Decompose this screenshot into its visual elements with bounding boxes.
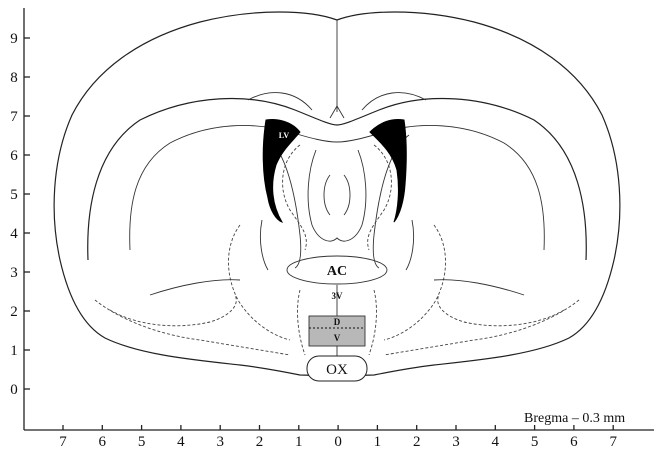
- x-tick-label: 6: [99, 434, 107, 450]
- right-lateral-ventricle: [370, 120, 406, 223]
- septum-inner: [324, 175, 350, 215]
- y-tick-label: 1: [10, 343, 18, 359]
- x-tick-label: 2: [413, 434, 421, 450]
- x-axis-ticks: 7 6 5 4 3 2 1 0 1 2 3 4 5 6 7: [59, 425, 617, 450]
- left-amygdala-dashed: [110, 295, 236, 326]
- x-tick-label: 7: [59, 434, 67, 450]
- right-internal-capsule: [406, 220, 414, 270]
- y-tick-label: 6: [10, 148, 18, 164]
- x-tick-label: 1: [374, 434, 382, 450]
- x-tick-label: 2: [256, 434, 264, 450]
- x-tick-label: 3: [452, 434, 460, 450]
- x-tick-label: 5: [138, 434, 146, 450]
- right-lateral-tract: [434, 280, 524, 295]
- bregma-caption: Bregma – 0.3 mm: [524, 411, 625, 426]
- y-tick-label: 4: [10, 226, 18, 242]
- lv-label: LV: [279, 131, 290, 140]
- inner-cortex-boundary: [130, 126, 545, 250]
- ox-label: OX: [326, 362, 348, 378]
- y-tick-label: 5: [10, 187, 18, 203]
- y-tick-label: 0: [10, 382, 18, 398]
- left-ventral-dashed: [95, 300, 290, 355]
- left-dorsal-curve: [248, 93, 312, 110]
- ac-label: AC: [327, 264, 347, 279]
- third-ventricle-label: 3V: [332, 291, 344, 301]
- right-amygdala-dashed: [438, 295, 564, 326]
- y-tick-label: 8: [10, 70, 18, 86]
- x-tick-label: 3: [216, 434, 224, 450]
- x-tick-label: 0: [334, 434, 342, 450]
- x-tick-label: 7: [609, 434, 617, 450]
- right-dorsal-curve: [362, 93, 426, 110]
- x-tick-label: 6: [570, 434, 578, 450]
- axes: 9 8 7 6 5 4 3 2 1 0 7 6 5 4 3 2 1 0 1 2 3 4 5 6 7: [10, 8, 654, 450]
- x-tick-label: 5: [531, 434, 539, 450]
- y-tick-label: 2: [10, 304, 18, 320]
- x-tick-label: 1: [295, 434, 303, 450]
- dorsal-label: D: [334, 317, 341, 327]
- x-tick-label: 4: [492, 434, 500, 450]
- ventral-label: V: [334, 333, 341, 343]
- left-lateral-dashed: [228, 225, 290, 340]
- y-tick-label: 3: [10, 265, 18, 281]
- right-lateral-dashed: [384, 225, 446, 340]
- left-lateral-tract: [150, 280, 240, 295]
- y-tick-label: 7: [10, 109, 18, 125]
- x-tick-label: 4: [177, 434, 185, 450]
- septum: [308, 150, 366, 241]
- y-tick-label: 9: [10, 31, 18, 47]
- left-internal-capsule: [260, 220, 268, 270]
- y-axis-ticks: 9 8 7 6 5 4 3 2 1 0: [10, 31, 30, 398]
- right-ventral-dashed: [384, 300, 579, 355]
- corpus-callosum: [88, 99, 587, 260]
